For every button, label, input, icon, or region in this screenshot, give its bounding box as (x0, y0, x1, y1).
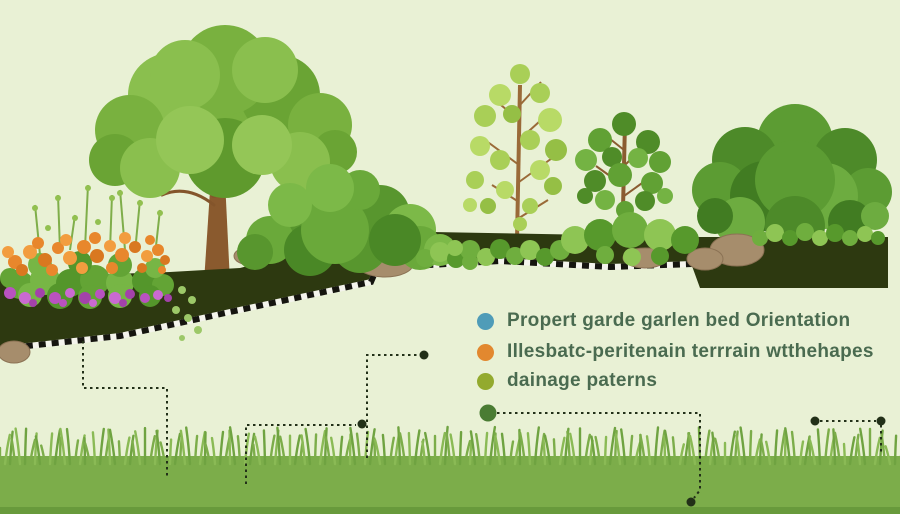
grass-dark-edge (0, 507, 900, 514)
legend-bullet-terrain (477, 343, 494, 361)
grass-base (0, 456, 900, 514)
leader-line-mid (245, 424, 356, 484)
broad-right-tree (692, 104, 892, 256)
stem-leaves (32, 185, 163, 231)
legend-label-drainage: dainage paterns (507, 370, 658, 391)
rock (686, 247, 724, 271)
shrub-mound (237, 164, 456, 276)
grass-blades (0, 425, 900, 466)
broad-right-tree-canopy (692, 104, 892, 256)
slender-tree-light-foliage (463, 64, 567, 231)
anchor-dot (419, 350, 429, 360)
purple-flowers (4, 287, 172, 307)
rock (0, 340, 31, 364)
flower-bed (0, 184, 174, 309)
legend-item-terrain: Illesbatc-peritenain terrrain wtthehapes (477, 341, 874, 362)
large-tree (89, 25, 357, 282)
legend-bullet-drainage (477, 372, 494, 390)
legend-label-terrain: Illesbatc-peritenain terrrain wtthehapes (507, 341, 874, 362)
legend-item-drainage: dainage paterns (477, 370, 658, 391)
legend-item-orientation: Propert garde garlen bed Orientation (477, 310, 851, 331)
anchor-dot (876, 416, 886, 426)
slender-tree-light (463, 64, 567, 241)
legend-label-orientation: Propert garde garlen bed Orientation (507, 310, 851, 331)
anchor-dot (686, 497, 696, 507)
annotation-lines (82, 341, 882, 499)
leader-line-center (366, 354, 417, 458)
large-tree-canopy (89, 25, 357, 198)
leader-line-left (82, 341, 168, 476)
grass-strip (0, 425, 900, 514)
slender-tree-dark-foliage (575, 112, 673, 219)
leader-line-legend (497, 412, 701, 499)
orange-flowers (2, 232, 170, 276)
legend-bullet-leader (479, 404, 497, 422)
legend-bullet-orientation (477, 312, 494, 330)
anchor-dot (357, 419, 367, 429)
annotation-dots (357, 350, 886, 507)
groundcover (172, 212, 885, 341)
anchor-dot (810, 416, 820, 426)
